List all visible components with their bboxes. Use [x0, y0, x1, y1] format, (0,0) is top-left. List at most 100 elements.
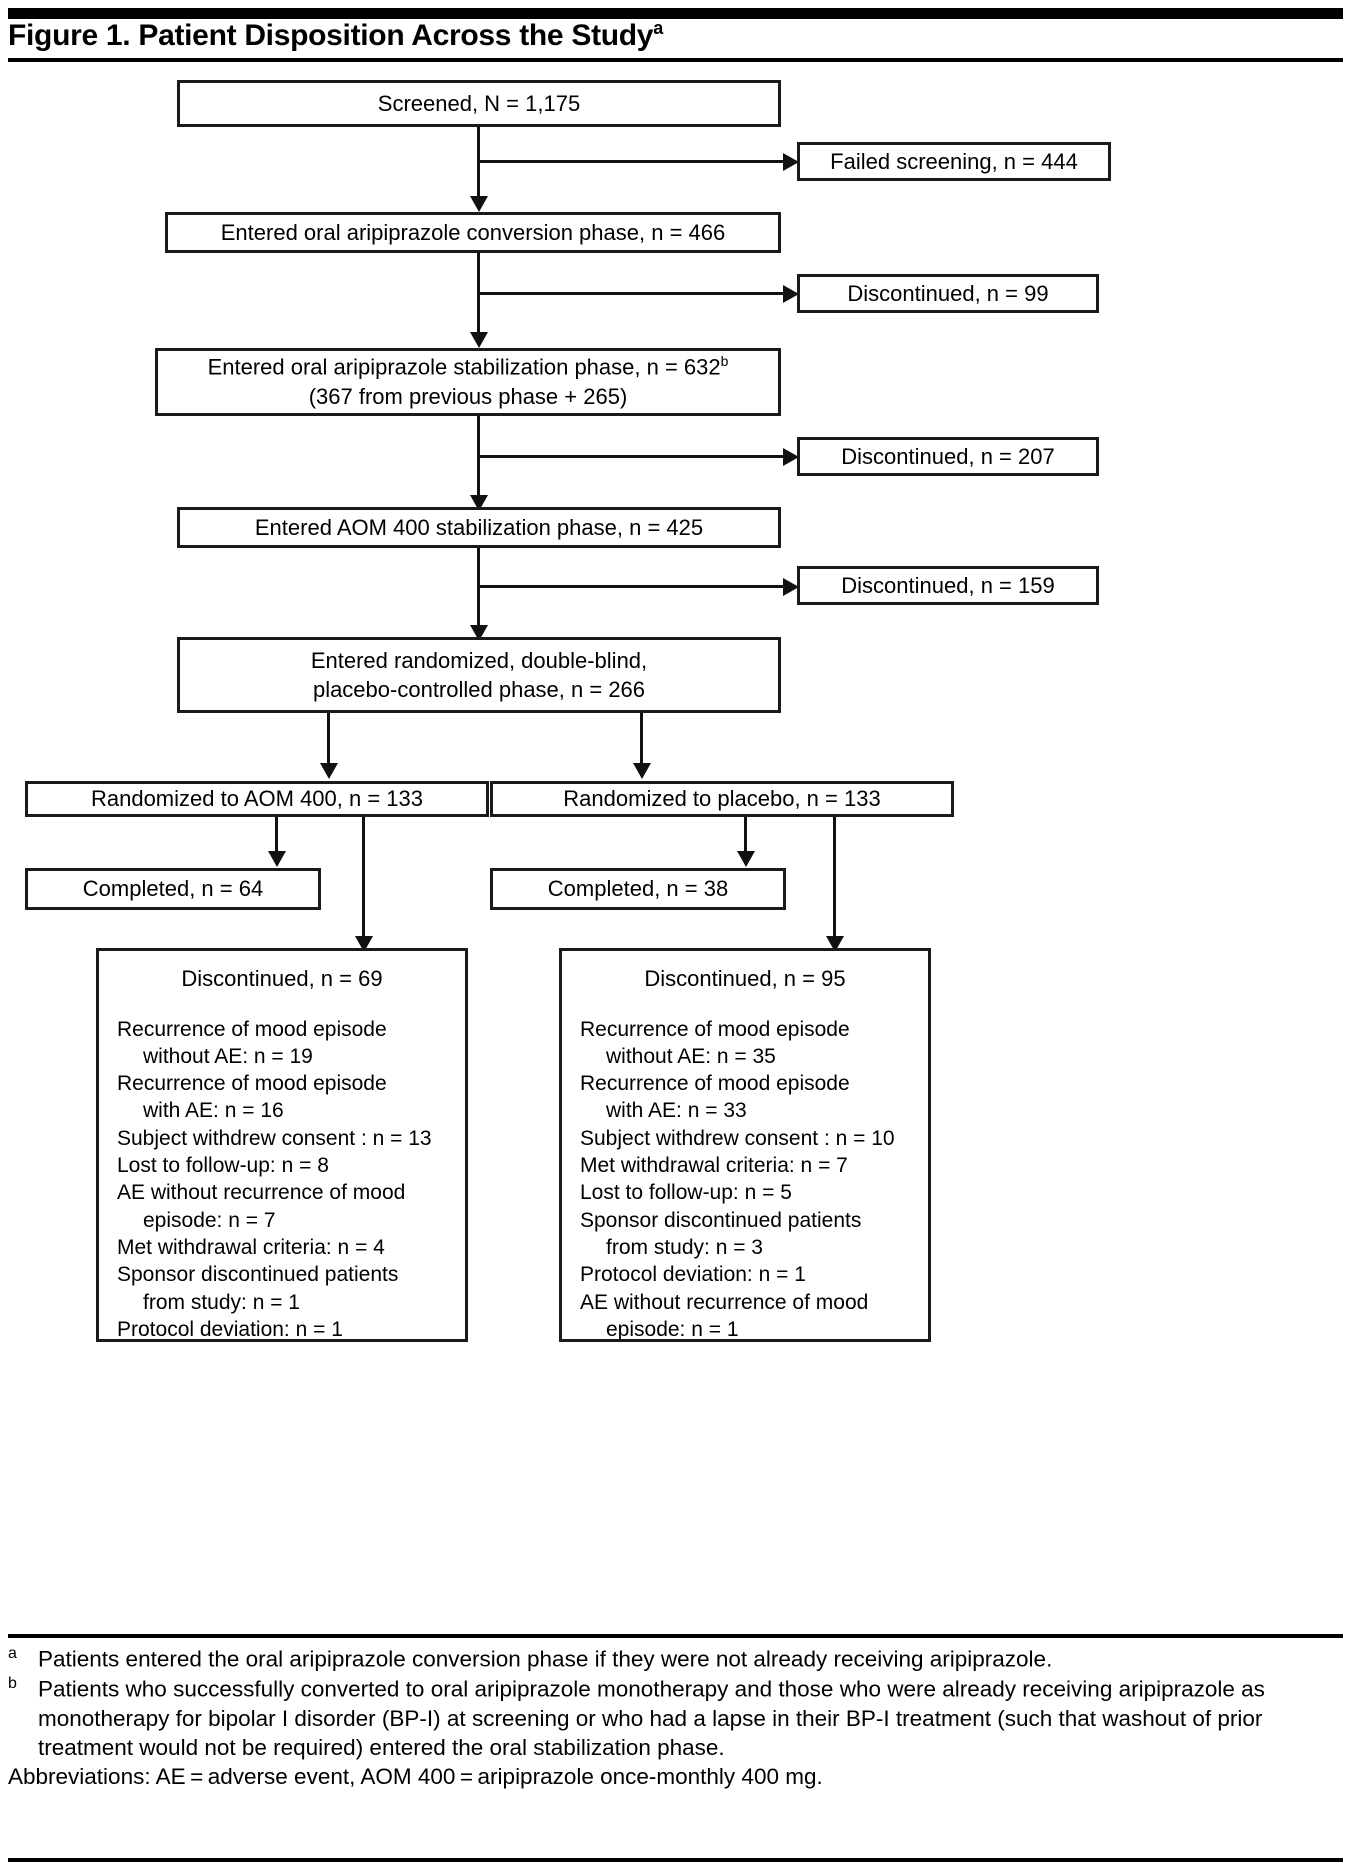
arrow-oralstab-to-disc2: [783, 448, 799, 466]
node-randomized-placebo-label: Randomized to placebo, n = 133: [563, 786, 881, 812]
notes-top-rule: [8, 1634, 1343, 1638]
connector-screened-to-conversion: [477, 160, 480, 198]
node-oral-stabilization-superscript: b: [720, 353, 729, 370]
list-item: Recurrence of mood episode without AE: n…: [580, 1016, 910, 1071]
node-screened-label: Screened, N = 1,175: [377, 90, 581, 116]
footnote-b: b Patients who successfully converted to …: [8, 1674, 1343, 1762]
connector-screened-stem: [477, 127, 480, 163]
list-item: Protocol deviation: n = 1: [117, 1316, 447, 1343]
node-randomized-phase: Entered randomized, double-blind, placeb…: [177, 637, 781, 713]
connector-randomized-to-placebo-arm: [640, 713, 643, 767]
connector-placeboarm-to-discontinued: [833, 817, 836, 940]
arrow-screened-to-failed: [783, 153, 799, 171]
connector-placeboarm-to-completed: [744, 817, 747, 853]
node-conversion-phase: Entered oral aripiprazole conversion pha…: [165, 212, 781, 253]
discontinued-placebo-item-2-line1: Subject withdrew consent : n = 10: [580, 1126, 895, 1150]
list-item: AE without recurrence of mood episode: n…: [580, 1289, 910, 1344]
node-screened: Screened, N = 1,175: [177, 80, 781, 127]
node-oral-stabilization: Entered oral aripiprazole stabilization …: [155, 348, 781, 416]
discontinued-aom-item-7-line1: Protocol deviation: n = 1: [117, 1317, 343, 1341]
node-discontinued-oral-stabilization-label: Discontinued, n = 207: [841, 443, 1055, 469]
list-item: Subject withdrew consent : n = 13: [117, 1125, 447, 1152]
node-aom-stabilization: Entered AOM 400 stabilization phase, n =…: [177, 507, 781, 548]
node-randomized-phase-line1: Entered randomized, double-blind,: [310, 647, 648, 673]
footnote-b-text: Patients who successfully converted to o…: [38, 1676, 1265, 1760]
discontinued-placebo-item-4-line1: Lost to follow-up: n = 5: [580, 1181, 792, 1205]
node-randomized-aom-label: Randomized to AOM 400, n = 133: [90, 786, 424, 812]
list-item: Protocol deviation: n = 1: [580, 1261, 910, 1288]
discontinued-placebo-item-1-line2: with AE: n = 33: [606, 1099, 747, 1123]
footnote-abbreviations: Abbreviations: AE = adverse event, AOM 4…: [8, 1762, 1343, 1791]
connector-aomarm-to-discontinued: [362, 817, 365, 940]
node-completed-placebo-label: Completed, n = 38: [547, 876, 729, 902]
discontinued-aom-item-4-line1: AE without recurrence of mood: [117, 1181, 406, 1205]
connector-randomized-to-aom-arm: [327, 713, 330, 767]
node-discontinued-aom: Discontinued, n = 69 Recurrence of mood …: [96, 948, 468, 1342]
discontinued-aom-item-0-line2: without AE: n = 19: [143, 1044, 313, 1068]
list-item: Recurrence of mood episode without AE: n…: [117, 1016, 447, 1071]
connector-aomstab-to-randomized: [477, 585, 480, 629]
footnote-abbreviations-text: Abbreviations: AE = adverse event, AOM 4…: [8, 1764, 823, 1789]
discontinued-placebo-item-6-line1: Protocol deviation: n = 1: [580, 1263, 806, 1287]
footnote-a-text: Patients entered the oral aripiprazole c…: [38, 1646, 1053, 1672]
list-item: Sponsor discontinued patients from study…: [117, 1261, 447, 1316]
discontinued-aom-item-0-line1: Recurrence of mood episode: [117, 1017, 387, 1041]
node-discontinued-aom-stabilization-label: Discontinued, n = 159: [841, 572, 1055, 598]
list-item: Recurrence of mood episode with AE: n = …: [580, 1070, 910, 1125]
footnote-a-marker: a: [8, 1645, 17, 1662]
connector-conversion-stem: [477, 253, 480, 295]
footnote-a: a Patients entered the oral aripiprazole …: [8, 1644, 1343, 1674]
node-oral-stabilization-line2: (367 from previous phase + 265): [308, 384, 628, 410]
list-item: Lost to follow-up: n = 5: [580, 1179, 910, 1206]
discontinued-aom-heading: Discontinued, n = 69: [181, 966, 383, 991]
top-rule: [8, 8, 1343, 19]
discontinued-aom-item-2-line1: Subject withdrew consent : n = 13: [117, 1126, 432, 1150]
footnote-b-marker: b: [8, 1674, 17, 1692]
node-completed-aom: Completed, n = 64: [25, 868, 321, 910]
connector-aomstab-stem: [477, 548, 480, 590]
discontinued-aom-item-6-line1: Sponsor discontinued patients: [117, 1263, 399, 1287]
connector-oralstab-to-disc2: [477, 455, 783, 458]
connector-oralstab-to-aomstab: [477, 455, 480, 499]
list-item: Met withdrawal criteria: n = 4: [117, 1234, 447, 1261]
node-failed-screening-label: Failed screening, n = 444: [830, 148, 1078, 174]
node-aom-stabilization-label: Entered AOM 400 stabilization phase, n =…: [254, 514, 704, 540]
connector-oralstab-stem: [477, 416, 480, 458]
discontinued-placebo-item-5-line1: Sponsor discontinued patients: [580, 1208, 862, 1232]
connector-aomstab-to-disc3: [477, 585, 783, 588]
connector-screened-to-failed: [477, 160, 783, 163]
arrow-randomized-to-placebo-arm: [633, 763, 651, 779]
node-discontinued-oral-stabilization: Discontinued, n = 207: [797, 437, 1099, 476]
discontinued-placebo-item-5-line2: from study: n = 3: [606, 1235, 763, 1259]
node-discontinued-conversion: Discontinued, n = 99: [797, 274, 1099, 313]
node-randomized-aom: Randomized to AOM 400, n = 133: [25, 781, 489, 817]
arrow-conversion-to-disc1: [783, 285, 799, 303]
list-item: Sponsor discontinued patients from study…: [580, 1207, 910, 1262]
discontinued-aom-item-5-line1: Met withdrawal criteria: n = 4: [117, 1235, 385, 1259]
list-item: Recurrence of mood episode with AE: n = …: [117, 1070, 447, 1125]
discontinued-placebo-item-1-line1: Recurrence of mood episode: [580, 1072, 850, 1096]
node-discontinued-conversion-label: Discontinued, n = 99: [847, 280, 1049, 306]
discontinued-aom-item-3-line1: Lost to follow-up: n = 8: [117, 1154, 329, 1178]
discontinued-aom-item-6-line2: from study: n = 1: [143, 1290, 300, 1314]
list-item: AE without recurrence of mood episode: n…: [117, 1179, 447, 1234]
discontinued-placebo-heading: Discontinued, n = 95: [644, 966, 846, 991]
discontinued-placebo-item-7-line1: AE without recurrence of mood: [580, 1290, 869, 1314]
arrow-aomarm-to-completed: [268, 851, 286, 867]
connector-conversion-to-disc1: [477, 292, 783, 295]
discontinued-aom-item-4-line2: episode: n = 7: [143, 1208, 276, 1232]
node-discontinued-aom-stabilization: Discontinued, n = 159: [797, 566, 1099, 605]
connector-conversion-to-oralstab: [477, 292, 480, 336]
node-oral-stabilization-line1-text: Entered oral aripiprazole stabilization …: [207, 354, 721, 380]
discontinued-aom-item-1-line2: with AE: n = 16: [143, 1099, 284, 1123]
node-oral-stabilization-line1: Entered oral aripiprazole stabilization …: [208, 352, 729, 382]
arrow-conversion-to-oralstab: [470, 332, 488, 348]
node-randomized-phase-line2: placebo-controlled phase, n = 266: [312, 677, 646, 702]
title-rule: [8, 58, 1343, 62]
arrow-screened-to-conversion: [470, 196, 488, 212]
list-item: Subject withdrew consent : n = 10: [580, 1125, 910, 1152]
node-discontinued-placebo: Discontinued, n = 95 Recurrence of mood …: [559, 948, 931, 1342]
discontinued-placebo-item-3-line1: Met withdrawal criteria: n = 7: [580, 1154, 848, 1178]
figure-title-text: Figure 1. Patient Disposition Across the…: [8, 19, 654, 52]
